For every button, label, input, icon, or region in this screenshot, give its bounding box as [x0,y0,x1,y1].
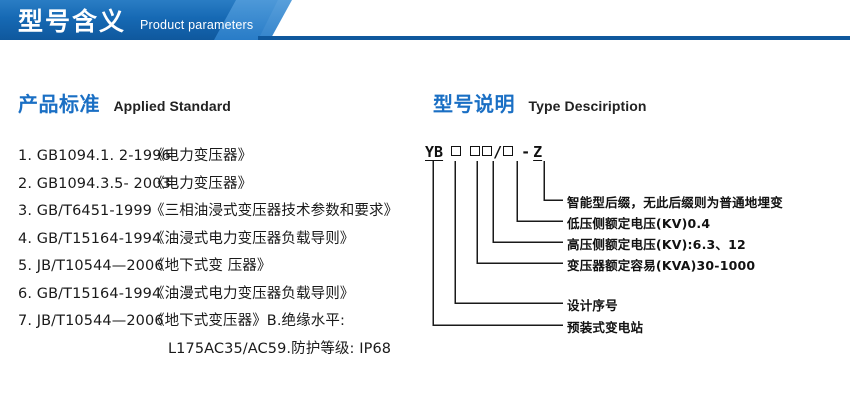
callout-label-smart-suffix: 智能型后缀，无此后缀则为普通地埋变 [567,195,783,210]
standards-list: 1. GB1094.1. 2-1996 《电力变压器》 2. GB1094.3.… [18,143,428,363]
type-code-box-hv [482,146,493,156]
type-code-dash: - [521,143,531,161]
callout-leader-lines [432,161,563,326]
standard-name: 《三相油浸式变压器技术参数和要求》 [150,203,399,219]
standard-code: 6. GB/T15164-1994 [18,285,162,302]
standard-name: 《电力变压器》 [150,175,253,192]
page-subtitle: Product parameters [140,18,254,32]
standard-name: 《油浸式电力变压器负载导则》 [150,230,355,247]
standard-code: 5. JB/T10544—2006 [18,258,164,274]
type-code-separator: / [493,143,503,161]
standard-name: 《地下式变 压器》 [150,258,272,274]
callout-label-lv-voltage: 低压侧额定电压(KV)0.4 [567,216,711,231]
section-heading-cn: 产品标准 [18,92,100,116]
type-code-box-lv [503,146,514,156]
standard-code: 7. JB/T10544—2006 [18,313,164,329]
banner-background-shape [0,0,850,40]
list-item: 4. GB/T15164-1994 《油浸式电力变压器负载导则》 [18,226,428,254]
type-code-string: YB /-Z [425,143,542,161]
standard-name: 《电力变压器》 [150,148,253,164]
callout-label-substation: 预装式变电站 [567,320,644,335]
page-header-banner: 型号含义 Product parameters [0,0,850,46]
section-heading-en: Type Desciription [528,98,647,114]
standard-code: 3. GB/T6451-1999 [18,203,153,219]
list-item: 6. GB/T15164-1994 《油漫式电力变压器负载导则》 [18,281,428,309]
section-heading-type-description: 型号说明 Type Desciription [433,88,647,117]
list-item: 3. GB/T6451-1999 《三相油浸式变压器技术参数和要求》 [18,198,428,226]
section-heading-cn: 型号说明 [433,92,515,116]
type-code-box-design-serial [451,146,462,156]
list-item: 2. GB1094.3.5- 2003 《电力变压器》 [18,171,428,199]
list-item: 7. JB/T10544—2006 《地下式变压器》B.绝缘水平: [18,308,428,336]
standard-name-continuation: L175AC35/AC59.防护等级: IP68 [168,340,392,357]
list-item: 1. GB1094.1. 2-1996 《电力变压器》 [18,143,428,171]
type-code-box-capacity [470,146,481,156]
section-heading-en: Applied Standard [113,98,231,114]
type-code-diagram: YB /-Z [425,143,850,343]
page-title: 型号含义 [18,7,127,36]
callout-label-rated-capacity: 变压器额定容易(KVA)30-1000 [567,258,756,273]
type-code-prefix: YB [425,143,444,161]
list-item: 5. JB/T10544—2006 《地下式变 压器》 [18,253,428,281]
section-heading-applied-standard: 产品标准 Applied Standard [18,88,231,117]
list-item-continuation: L175AC35/AC59.防护等级: IP68 [18,336,428,364]
callout-label-hv-voltage: 高压侧额定电压(KV):6.3、12 [567,237,746,252]
standard-name: 《地下式变压器》B.绝缘水平: [150,313,345,329]
callout-label-design-serial: 设计序号 [567,298,618,313]
standard-code: 2. GB1094.3.5- 2003 [18,175,171,192]
type-code-suffix: Z [533,143,543,161]
standard-code: 1. GB1094.1. 2-1996 [18,148,171,164]
standard-code: 4. GB/T15164-1994 [18,230,162,247]
standard-name: 《油漫式电力变压器负载导则》 [150,285,355,302]
